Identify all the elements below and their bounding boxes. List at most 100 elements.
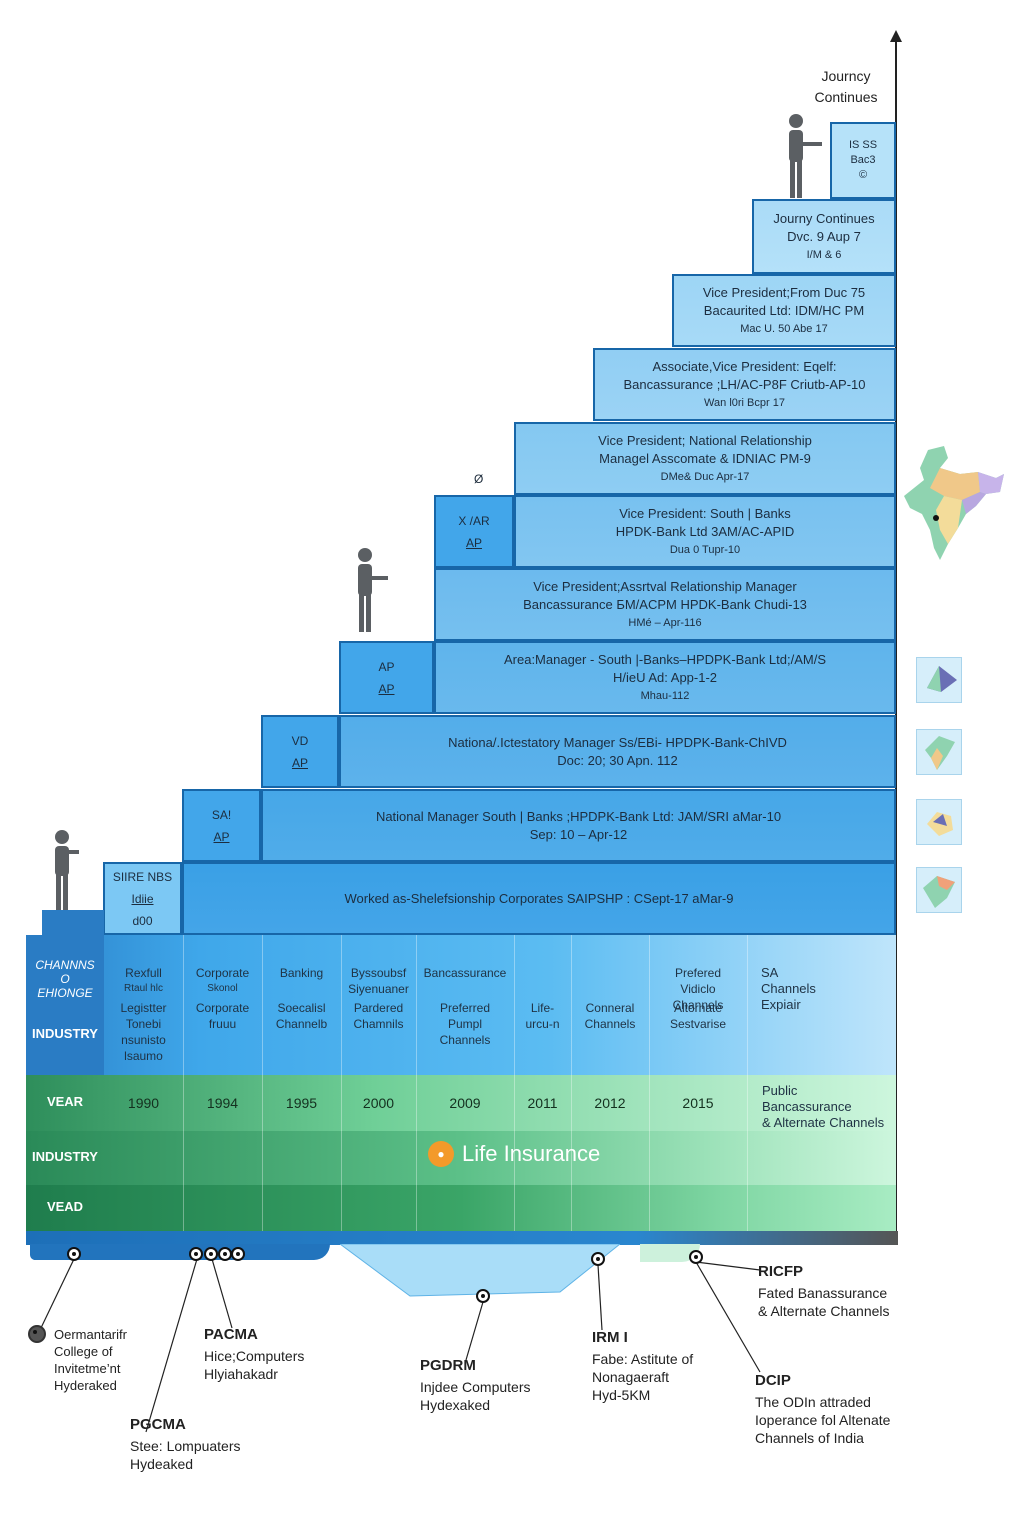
career-step-1: Worked as-Shelefsionship Corporates SAIP…: [182, 862, 896, 935]
channel-cell-line: lsaumo: [124, 1049, 163, 1063]
channel-cell-line: Channelb: [275, 1017, 328, 1031]
channel-cell-line: Channels: [439, 1033, 491, 1047]
channel-cell: Banking: [262, 965, 341, 981]
channel-cell-line: Banking: [279, 966, 324, 980]
year-cell: 2015: [682, 1095, 714, 1111]
career-step-line: National Manager South | Banks ;HPDPK-Ba…: [375, 808, 782, 824]
career-step-4: Area:Manager - South |-Banks–HPDPK-Bank …: [434, 641, 896, 714]
role-tag-line: AP: [378, 659, 395, 674]
pin-icon-2: [189, 1247, 203, 1261]
channel-cell: Life-urcu-n: [514, 1000, 571, 1032]
career-step-line: Bancassurance БM/ACPM HPDK-Bank Chudi-13: [523, 596, 807, 612]
career-step-line: Bacaurited Ltd: IDM/HC PM: [703, 302, 865, 318]
year-cell: 1994: [206, 1095, 239, 1111]
channel-cell-line: Legistter: [120, 1001, 167, 1015]
map-icon-4: [916, 867, 962, 913]
career-step-line: I/M & 6: [806, 248, 842, 261]
channel-cell-line: Corporate: [195, 966, 250, 980]
career-step-line: HMé – Apr-116: [628, 616, 702, 629]
career-step-line: DMe& Duc Apr-17: [660, 470, 750, 483]
channel-cell-line: Corporate: [195, 1001, 250, 1015]
channel-cell-line: Channels: [761, 981, 816, 996]
channel-cell-line: Channels: [584, 1017, 636, 1031]
channel-cell-line: Prefered: [674, 966, 722, 980]
role-tag-line: AP: [291, 755, 308, 770]
stray-mark: Ø: [474, 472, 484, 486]
channel-cell-line: Soecalisl: [277, 1001, 326, 1015]
channel-cell-line: Sestvarise: [669, 1017, 727, 1031]
career-step-line: Doc: 20; 30 Apn. 112: [557, 752, 678, 768]
channel-cell-line: Byssoubsf: [350, 966, 407, 980]
channel-cell-line: Pardered: [353, 1001, 404, 1015]
channel-cell-line: Siyenuaner: [348, 982, 409, 996]
career-step-3: Nationa/.Ictestatory Manager Ss/EBi- HPD…: [339, 715, 896, 788]
role-tag-line: X /AR: [458, 513, 490, 528]
year-band: [26, 1075, 896, 1131]
channel-cell-line: Preferred: [439, 1001, 491, 1015]
year-cell: 2000: [362, 1095, 395, 1111]
person-icon-middle: [358, 548, 388, 632]
base-bar: [26, 1231, 898, 1245]
role-tag-line: AP: [465, 535, 482, 550]
career-step-line: Journy Continues: [773, 210, 875, 226]
pin-icon-6: [476, 1289, 490, 1303]
life-insurance-label: ● Life Insurance: [428, 1141, 600, 1167]
career-step-line: ©: [858, 169, 868, 181]
career-step-8: Associate,Vice President: Eqelf: Bancassu…: [593, 348, 896, 421]
base-tab-left: [30, 1244, 330, 1260]
career-step-line: Vice President: South | Banks: [619, 505, 791, 521]
career-step-5: Vice President;Assrtval Relationship Man…: [434, 568, 896, 641]
channel-cell-line: Conneral: [585, 1001, 635, 1015]
channel-cell-line: Channels: [672, 998, 724, 1012]
year-cell: 1990: [127, 1095, 160, 1111]
channel-cell-line: Chamnils: [353, 1017, 404, 1031]
row-label-vead: VEAD: [46, 1199, 84, 1214]
row-label-industry-2: INDUSTRY: [32, 1149, 98, 1164]
education-item-2: PACMA Hice;Computers Hlyiahakadr: [204, 1326, 305, 1382]
education-item-3: PGCMA Stee: Lompuaters Hydeaked: [130, 1416, 241, 1472]
vead-band: [26, 1185, 896, 1231]
year-cell: 2012: [594, 1095, 626, 1111]
pin-icon-1: [67, 1247, 81, 1261]
table-column-divider: [649, 935, 650, 1231]
career-step-line: Mhau-112: [640, 689, 690, 702]
role-tag-2: SA!AP: [182, 789, 261, 862]
table-column-divider: [262, 935, 263, 1231]
education-item-4: PGDRM Injdee Computers Hydexaked: [420, 1357, 531, 1413]
career-step-line: Sep: 10 – Apr-12: [529, 826, 628, 842]
table-column-divider: [571, 935, 572, 1231]
map-icon-3: [916, 799, 962, 845]
career-step-2: National Manager South | Banks ;HPDPK-Ba…: [261, 789, 896, 862]
career-step-line: Worked as-Shelefsionship Corporates SAIP…: [344, 890, 734, 906]
channel-cell-line: Pumpl: [447, 1017, 482, 1031]
table-column-divider: [341, 935, 342, 1231]
pin-icon-4: [218, 1247, 232, 1261]
career-step-line: Bancassurance ;LH/AC-P8F Criutb-AP-10: [623, 376, 866, 392]
career-step-line: Area:Manager - South |-Banks–HPDPK-Bank …: [503, 651, 827, 667]
channel-cell-line: Vidiclo: [680, 982, 716, 996]
year-cell: 2009: [449, 1095, 481, 1111]
year-cell: 2011: [527, 1095, 558, 1111]
journey-axis: [895, 40, 897, 1240]
career-step-line: Bac3: [850, 154, 876, 166]
career-step-line: Associate,Vice President: Eqelf:: [652, 358, 837, 374]
role-tag-line: Idiie: [131, 891, 154, 906]
map-icon-1: [916, 657, 962, 703]
channel-cell-line: nsunisto: [121, 1033, 166, 1047]
person-icon-bottom: [55, 830, 79, 910]
map-icon-2: [916, 729, 962, 775]
base-tab-middle: [340, 1244, 620, 1297]
pin-icon-3: [204, 1247, 218, 1261]
channel-cell-line: Expiair: [761, 997, 801, 1012]
